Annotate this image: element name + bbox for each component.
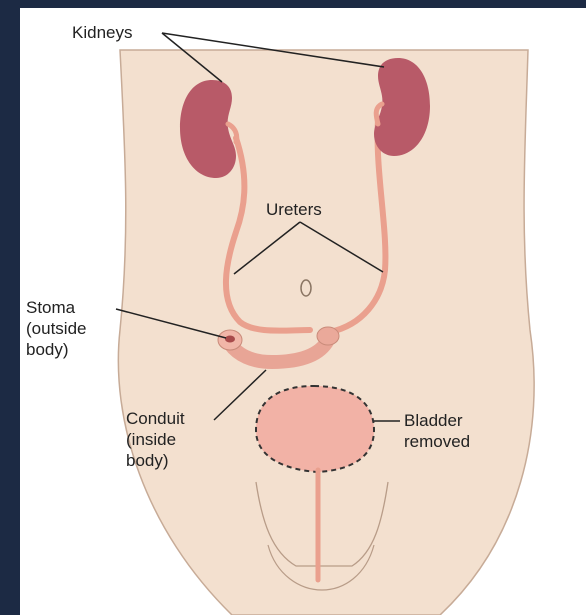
label-stoma-line2: (outside <box>26 318 86 339</box>
label-ureters: Ureters <box>266 199 322 220</box>
removed-bladder <box>256 386 374 472</box>
label-conduit-line3: body) <box>126 450 169 471</box>
conduit-end <box>317 327 339 345</box>
label-stoma-line1: Stoma <box>26 297 75 318</box>
label-stoma-line3: body) <box>26 339 69 360</box>
label-kidneys: Kidneys <box>72 22 132 43</box>
label-bladder-line1: Bladder <box>404 410 463 431</box>
stoma-opening <box>225 336 235 343</box>
label-bladder-line2: removed <box>404 431 470 452</box>
label-conduit-line1: Conduit <box>126 408 185 429</box>
label-conduit-line2: (inside <box>126 429 176 450</box>
